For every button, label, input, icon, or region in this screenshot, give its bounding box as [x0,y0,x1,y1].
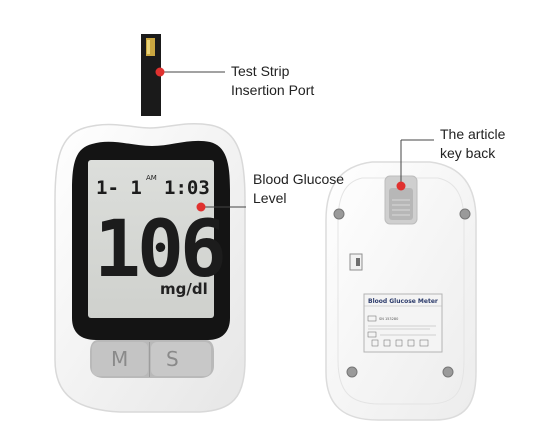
screw-icon [346,366,358,378]
meter-front [54,123,246,413]
s-button[interactable] [151,342,211,376]
callout-article-key: The article key back [440,125,505,163]
lcd-unit: mg/dl [160,280,208,298]
callout-blood-glucose: Blood Glucose Level [253,170,344,208]
label-serial: SN 153280 [379,317,398,321]
callout-text: Test Strip [231,63,290,79]
device-label [363,293,443,353]
lcd-screen [88,160,214,318]
lcd-am: AM [146,174,157,182]
callout-text: Insertion Port [231,82,315,98]
lcd-reading: 106 [94,205,223,295]
callout-text: Level [253,190,287,206]
callout-test-strip: Test Strip Insertion Port [231,62,314,100]
strip-marker-dot [155,67,165,77]
screw-icon [459,208,471,220]
m-button-label: M [111,347,128,371]
callout-markers [155,67,434,212]
glucose-marker-dot [196,202,206,212]
key-marker-dot [396,181,406,191]
screw-icon [442,366,454,378]
callout-text: key back [440,145,496,161]
meter-back [325,161,477,421]
lcd-time: 1:03 [164,177,210,199]
test-strip [141,34,161,116]
s-button-label: S [166,347,179,371]
callout-text: Blood Glucose [253,171,345,187]
lcd-date: 1- 1 [96,177,142,199]
screw-icon [333,208,345,220]
m-button[interactable] [92,342,148,376]
label-title: Blood Glucose Meter [368,298,438,305]
callout-text: The article [440,126,506,142]
